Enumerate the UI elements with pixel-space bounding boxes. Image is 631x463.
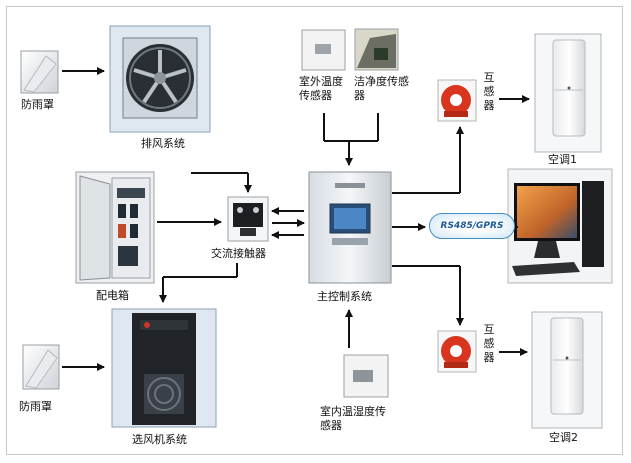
outdoor-sensor-icon (301, 29, 346, 71)
ac2-label: 空调2 (549, 431, 578, 444)
cleanliness-sensor-label: 洁净度传感器 (354, 75, 409, 102)
current-transformer-bottom-icon (437, 330, 477, 373)
air-conditioner-1-icon (534, 33, 602, 153)
ct-top-label: 互感器 (483, 71, 495, 112)
rain-cover-bottom-icon (22, 344, 60, 390)
indoor-sensor-label: 室内温湿度传感器 (320, 405, 386, 432)
exhaust-system-label: 排风系统 (141, 137, 185, 150)
rs485-gprs-badge: RS485/GPRS (429, 213, 515, 239)
rain-cover-bottom-label: 防雨罩 (19, 400, 52, 413)
air-conditioner-2-icon (531, 311, 603, 429)
ac1-label: 空调1 (548, 153, 577, 166)
cleanliness-sensor-icon (354, 28, 399, 71)
rain-cover-top-label: 防雨罩 (21, 98, 54, 111)
rain-cover-top-icon (20, 50, 59, 94)
distribution-box-label: 配电箱 (96, 289, 129, 302)
exhaust-fan-icon (109, 25, 211, 133)
outdoor-sensor-label: 室外温度传感器 (299, 75, 343, 102)
current-transformer-top-icon (437, 79, 477, 122)
contactor-icon (227, 196, 269, 242)
distribution-box-icon (75, 171, 155, 284)
main-control-label: 主控制系统 (317, 290, 372, 303)
computer-icon (507, 168, 613, 284)
fan-system-icon (111, 308, 217, 428)
main-control-icon (308, 171, 392, 284)
diagram-frame (6, 6, 623, 455)
ct-bottom-label: 互感器 (483, 323, 495, 364)
fan-system-label: 选风机系统 (132, 433, 187, 446)
indoor-sensor-icon (343, 354, 389, 398)
contactor-label: 交流接触器 (211, 247, 266, 260)
